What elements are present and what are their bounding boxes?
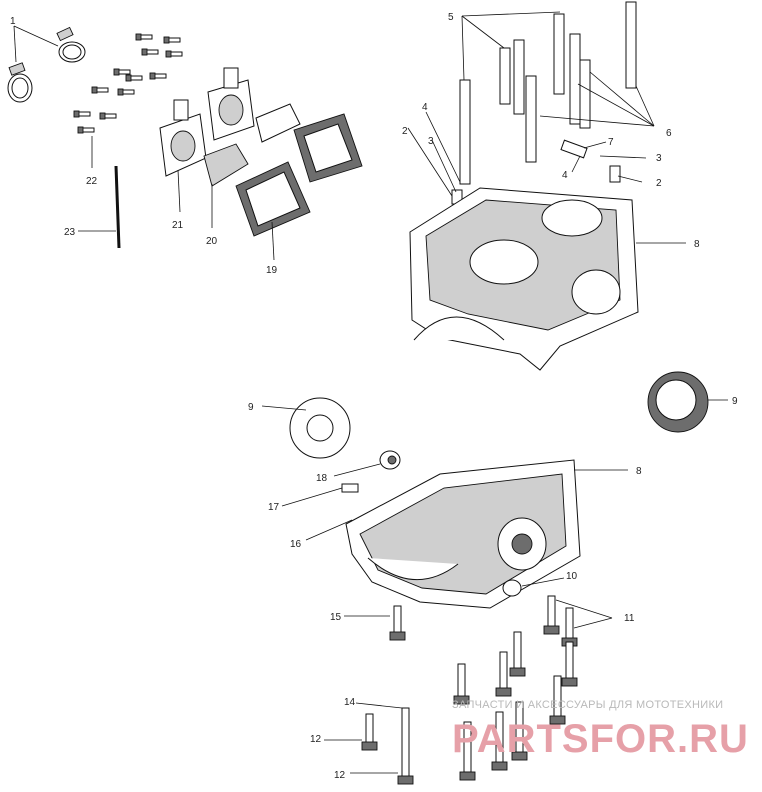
- watermark: ЗАПЧАСТИ И АКСЕССУАРЫ ДЛЯ МОТОТЕХНИКИ PA…: [452, 699, 749, 761]
- bearing-18: [379, 450, 401, 470]
- watermark-logo: PARTSFOR.RU: [452, 717, 749, 761]
- reed-valves-19: [235, 113, 363, 237]
- intake-flanges-21: [159, 67, 255, 177]
- lower-crankcase: [345, 459, 581, 609]
- dowel-17: [341, 483, 359, 493]
- callout-3-right: 3: [656, 153, 662, 164]
- callout-labels: 1 2 2 3 3 4 4 5 6 7 8 8 9 9 10 11 12 12 …: [10, 12, 738, 781]
- callout-9-left: 9: [248, 402, 254, 413]
- case-bolts: [361, 595, 578, 785]
- callout-4-right: 4: [562, 170, 568, 181]
- callout-5: 5: [448, 12, 454, 23]
- callout-20: 20: [206, 236, 218, 247]
- callout-15: 15: [330, 612, 342, 623]
- leader-lines: [13, 11, 728, 774]
- seal-9-right: [647, 371, 709, 433]
- cylinder-studs-5-6: [459, 1, 637, 185]
- callout-12-lower: 12: [334, 770, 346, 781]
- intake-screws: [73, 33, 183, 134]
- reed-spacer-20: [203, 103, 301, 187]
- callout-11: 11: [624, 613, 635, 624]
- seal-9-left: [289, 397, 351, 459]
- callout-9-right: 9: [732, 396, 738, 407]
- callout-22: 22: [86, 176, 98, 187]
- callout-23: 23: [64, 227, 76, 238]
- callout-8-upper: 8: [694, 239, 700, 250]
- long-stud-23: [114, 165, 121, 249]
- washer-10: [502, 579, 522, 597]
- callout-7: 7: [608, 137, 614, 148]
- callout-18: 18: [316, 473, 328, 484]
- callout-16: 16: [290, 539, 302, 550]
- hose-clamp-pair: [7, 26, 86, 103]
- callout-19: 19: [266, 265, 278, 276]
- callout-2-left: 2: [402, 126, 408, 137]
- callout-1: 1: [10, 16, 16, 27]
- callout-12-upper: 12: [310, 734, 322, 745]
- callout-4-left: 4: [422, 102, 428, 113]
- callout-21: 21: [172, 220, 184, 231]
- callout-14: 14: [344, 697, 356, 708]
- upper-crankcase: [409, 187, 639, 371]
- callout-10: 10: [566, 571, 578, 582]
- callout-8-lower: 8: [636, 466, 642, 477]
- callout-2-right: 2: [656, 178, 662, 189]
- callout-3-left: 3: [428, 136, 434, 147]
- watermark-tagline: ЗАПЧАСТИ И АКСЕССУАРЫ ДЛЯ МОТОТЕХНИКИ: [452, 699, 723, 711]
- callout-17: 17: [268, 502, 280, 513]
- callout-6: 6: [666, 128, 672, 139]
